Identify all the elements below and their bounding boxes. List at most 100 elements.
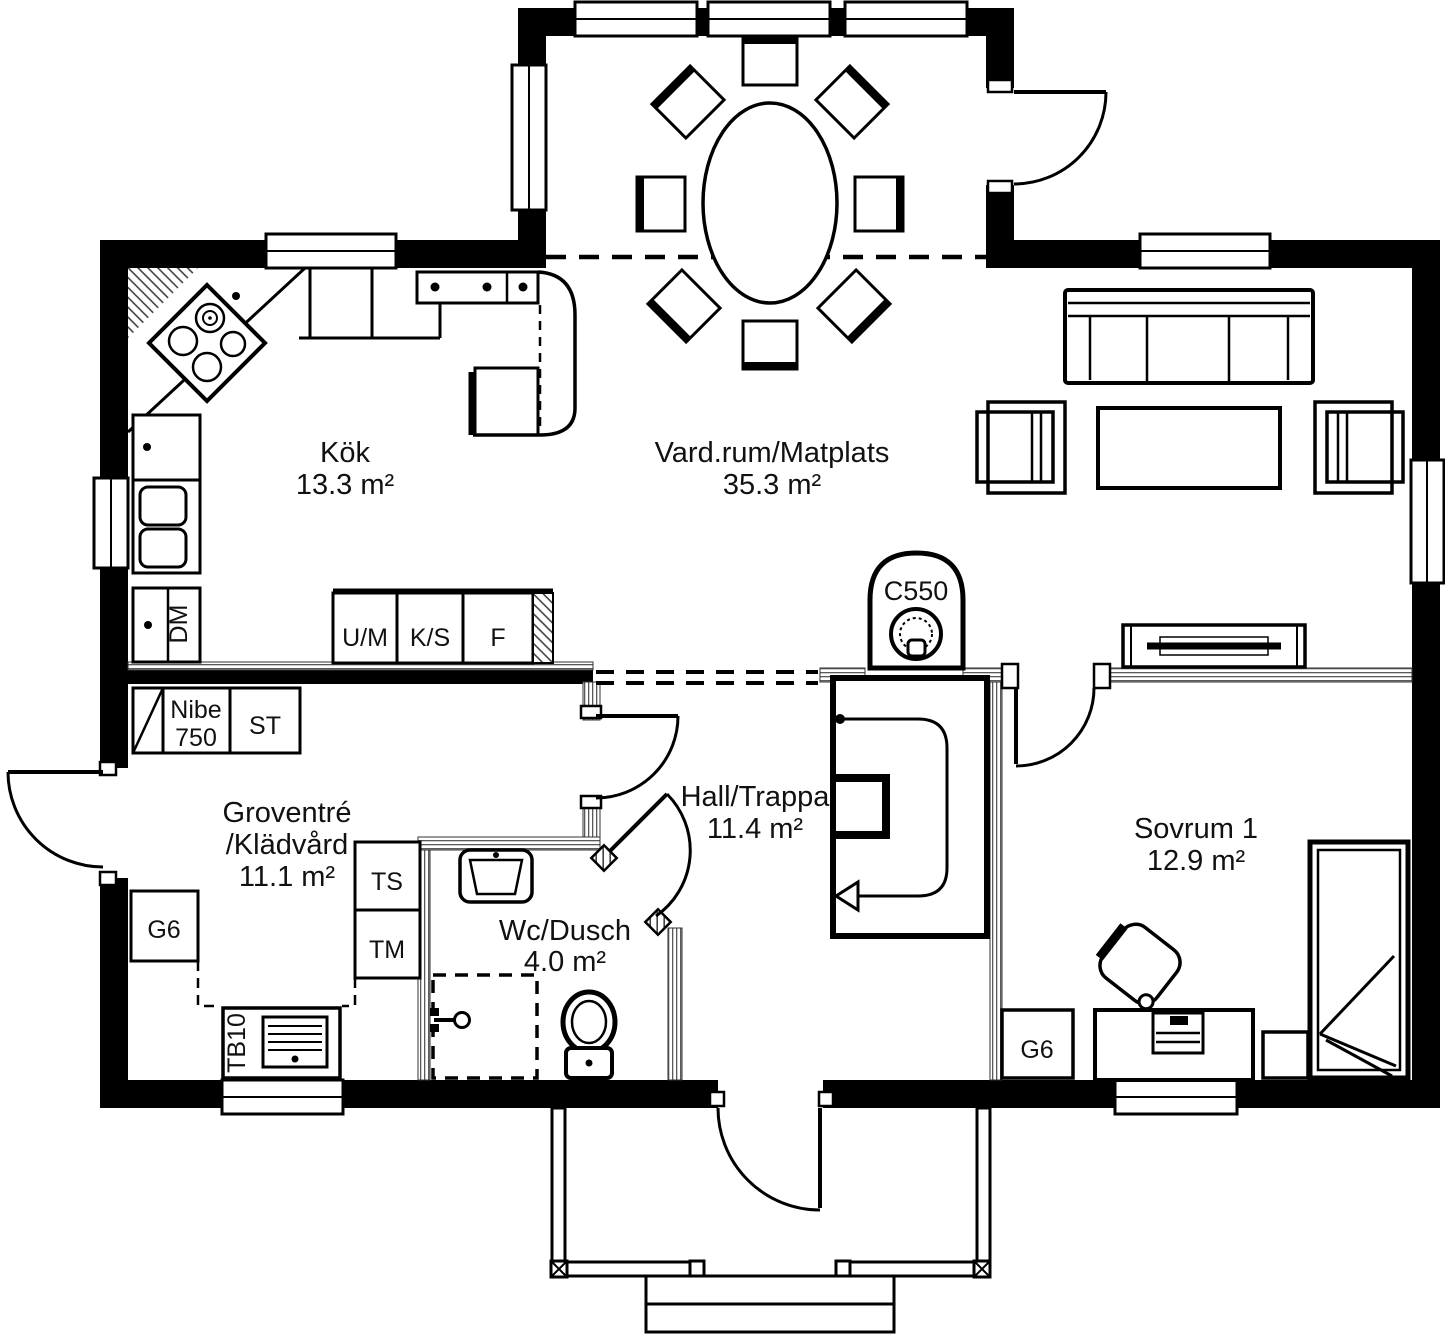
wc-door	[589, 792, 692, 937]
nightstand	[1261, 1030, 1310, 1080]
drying-cabinet	[353, 840, 422, 912]
sink-bowl	[138, 485, 188, 527]
open-passage-dashes	[596, 670, 818, 685]
windows	[92, 0, 1445, 1116]
wall-segment	[100, 1080, 222, 1108]
corner-splash-hatch	[128, 268, 198, 338]
wall-segment	[100, 878, 128, 1108]
bedroom-door	[1000, 662, 1112, 768]
porch-railing	[847, 1260, 992, 1278]
label-wardrobe-entry: G6	[147, 916, 180, 944]
window	[264, 232, 398, 270]
room-label-vardagsrum: Vard.rum/Matplats	[655, 437, 890, 469]
wall-segment	[518, 36, 546, 65]
wall-segment	[986, 185, 1014, 268]
chimney-label: C550	[884, 576, 949, 606]
toilet	[560, 989, 618, 1080]
room-area-vardagsrum: 35.3 m²	[723, 469, 822, 501]
window	[220, 1078, 345, 1116]
wall-segment	[100, 568, 128, 768]
bed	[1307, 839, 1411, 1081]
staircase	[830, 675, 990, 939]
window	[706, 0, 832, 38]
wc-fittings	[430, 848, 618, 1080]
room-area-wc: 4.0 m²	[524, 946, 607, 978]
window	[843, 0, 969, 38]
fridge-cabinet	[395, 591, 465, 665]
wall-segment	[1412, 583, 1440, 1108]
window	[1113, 1078, 1239, 1116]
shower-mixer-icon	[453, 1011, 471, 1029]
label-nibe-2: 750	[175, 724, 217, 752]
porch-step	[644, 1302, 896, 1334]
bedroom-furniture	[1000, 839, 1411, 1082]
dining-table	[701, 101, 839, 305]
wall-segment	[100, 670, 593, 684]
wall-segment	[667, 927, 683, 1081]
entrance-porch	[549, 1106, 992, 1334]
label-freezer: F	[490, 624, 505, 652]
porch-wall	[975, 1106, 992, 1265]
wall-segment	[1014, 240, 1146, 268]
wall-segment	[1237, 1080, 1440, 1108]
wall-cabinets	[415, 270, 540, 305]
utility-room-fittings	[129, 686, 422, 1080]
label-oven-micro: U/M	[342, 624, 388, 652]
living-room-furniture	[975, 288, 1405, 669]
desk-chair	[1095, 922, 1182, 1011]
wall-segment	[989, 681, 1003, 1081]
wall-segment	[697, 8, 708, 36]
kitchen	[126, 266, 577, 665]
room-label-wc: Wc/Dusch	[499, 915, 631, 947]
porch-post	[549, 1259, 569, 1279]
bench-dashed-outline	[342, 978, 357, 1008]
hall-utility-door	[579, 704, 680, 810]
sloped-unit	[131, 686, 165, 755]
appliance-row	[331, 588, 554, 665]
cleaning-closet	[228, 686, 302, 755]
room-area-hall: 11.4 m²	[707, 813, 804, 845]
dining-chair	[853, 175, 905, 233]
stair-walkline	[840, 717, 949, 898]
railing-end-post	[688, 1259, 706, 1278]
room-label-hall: Hall/Trappa	[681, 781, 831, 813]
stove-icon	[146, 282, 268, 404]
window	[1138, 232, 1272, 270]
porch-railing	[550, 1260, 694, 1278]
wall-segment	[1412, 268, 1440, 460]
dining-chair	[741, 35, 799, 87]
wall-segment	[518, 8, 575, 36]
wall-segment	[830, 8, 845, 36]
railing-end-post	[834, 1259, 852, 1278]
wall-segment	[1109, 667, 1413, 683]
wall-segment	[417, 836, 601, 851]
label-cleaning-closet: ST	[249, 712, 281, 740]
room-area-sovrum1: 12.9 m²	[1147, 845, 1246, 877]
washbasin	[458, 848, 534, 904]
wall-segment	[518, 210, 546, 268]
bench-dashed-outline	[196, 961, 221, 1008]
wall-segment	[395, 240, 518, 268]
sink-cabinet-run	[131, 413, 202, 664]
doors	[6, 78, 1112, 1212]
porch-wall	[550, 1106, 567, 1265]
chimney-c550	[867, 550, 966, 671]
sink-bowl	[138, 527, 188, 569]
dining-chair	[813, 63, 891, 141]
wall-segment	[343, 1080, 718, 1108]
window	[510, 63, 548, 212]
wardrobe-g6-bedroom	[1000, 1008, 1075, 1080]
room-area-kok: 13.3 m²	[296, 469, 395, 501]
wardrobe-g6	[129, 889, 200, 963]
room-label-sovrum1: Sovrum 1	[1134, 813, 1258, 845]
dining-chair	[815, 267, 893, 345]
patio-door	[986, 78, 1108, 195]
washing-machine	[353, 908, 422, 980]
dining-chair	[645, 267, 723, 345]
room-label-groventre-2: /Klädvård	[226, 829, 349, 861]
wall-segment	[100, 268, 128, 478]
shower	[430, 973, 539, 1080]
room-label-groventre: Groventré	[223, 797, 352, 829]
